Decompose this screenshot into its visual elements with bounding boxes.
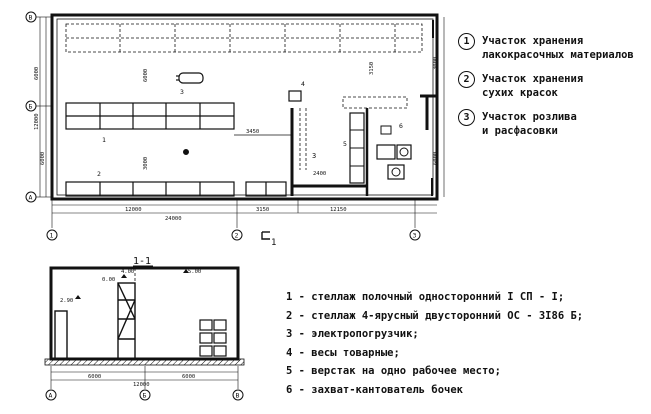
room-legend: 1 Участок хранения лакокрасочных материа… xyxy=(458,33,634,148)
dim-bottom-left: 12000 xyxy=(125,207,142,213)
middle-rack-row xyxy=(65,102,235,130)
equipment-label-6: 6 xyxy=(399,122,403,130)
section-axis-marker-c xyxy=(232,389,244,401)
legend-item: 2 Участок хранения сухих красок xyxy=(458,71,634,100)
equipment-label-1: 1 xyxy=(102,136,106,144)
tall-rack xyxy=(117,282,136,360)
legend-text: Участок розлива и расфасовки xyxy=(482,111,577,137)
dim-right-bottom: 6000 xyxy=(433,152,439,165)
legend-item: 3 Участок розлива и расфасовки xyxy=(458,109,634,138)
note-line: 3 - электропогрузчик; xyxy=(286,328,419,340)
dim-gap-3000: 3000 xyxy=(433,57,439,70)
note-line: 4 - весы товарные; xyxy=(286,346,400,359)
floor-slab xyxy=(44,358,245,366)
elevation-400: 4.00 xyxy=(121,269,134,275)
section-outer-wall xyxy=(49,266,240,361)
dim-right-mid: 2400 xyxy=(313,171,326,177)
elevation-500: 5.00 xyxy=(188,269,201,275)
scales-icon xyxy=(288,90,302,102)
section-axis-marker-a xyxy=(45,389,57,401)
legend-text: Участок хранения лакокрасочных материало… xyxy=(482,35,634,61)
workbench-equipment xyxy=(376,144,396,160)
axis-label-col-3: 3 xyxy=(413,232,417,240)
note-line: 5 - верстак на одно рабочее место; xyxy=(286,365,501,377)
top-rack-grid xyxy=(65,23,423,53)
section-axis-label-b: Б xyxy=(143,392,147,400)
axis-label-col-1: 1 xyxy=(50,232,54,240)
floor-plan xyxy=(25,11,445,241)
note-line: 2 - стеллаж 4-ярусный двусторонний ОС - … xyxy=(286,309,584,322)
dim-door-3450: 3450 xyxy=(246,129,259,135)
axis-label-row-bottom: А xyxy=(29,194,33,202)
barrel-stack xyxy=(199,319,227,357)
equipment-label-5: 5 xyxy=(343,140,347,148)
section-dim-right: 6000 xyxy=(182,374,195,380)
bottom-rack-row xyxy=(65,181,287,197)
left-shelf xyxy=(54,310,68,360)
note-line: 1 - стеллаж полочный односторонний I СП … xyxy=(286,291,565,303)
equipment-notes: 1 - стеллаж полочный односторонний I СП … xyxy=(286,288,583,399)
section-axis-label-c: В xyxy=(236,392,240,400)
dim-bottom-total: 24000 xyxy=(165,216,182,222)
axis-label-row-top: В xyxy=(29,14,33,22)
dim-bottom-mid: 3150 xyxy=(256,207,269,213)
legend-number: 1 xyxy=(458,33,475,50)
equipment-label-3: 3 xyxy=(180,88,184,96)
note-line: 6 - захват-кантователь бочек xyxy=(286,383,464,396)
axis-label-col-2: 2 xyxy=(235,232,239,240)
legend-number: 2 xyxy=(458,71,475,88)
section-dim-total: 12000 xyxy=(133,382,150,388)
equipment-label-4: 4 xyxy=(301,80,305,88)
dim-left-upper: 6000 xyxy=(34,67,40,80)
dim-bottom-right: 12150 xyxy=(330,207,347,213)
forklift-icon xyxy=(176,72,204,84)
legend-number: 3 xyxy=(458,109,475,126)
axis-label-row-mid: Б xyxy=(29,103,33,111)
legend-item: 1 Участок хранения лакокрасочных материа… xyxy=(458,33,634,62)
dim-left-total: 12000 xyxy=(34,113,40,130)
axis-marker-col-2 xyxy=(231,229,243,241)
equipment-label-2: 2 xyxy=(97,170,101,178)
dim-right-top: 3150 xyxy=(369,62,375,75)
section-axis-marker-b xyxy=(139,389,151,401)
section-axis-label-a: А xyxy=(49,392,53,400)
dim-inner-3000: 3000 xyxy=(143,157,149,170)
plan-inner-wall-line xyxy=(56,18,434,196)
room-label-3-plan: 3 xyxy=(312,152,316,160)
dim-inner-top: 6000 xyxy=(143,69,149,82)
legend-text: Участок хранения сухих красок xyxy=(482,73,584,99)
axis-marker-col-1 xyxy=(46,229,58,241)
elevation-290: 2.90 xyxy=(60,298,73,304)
section-dim-left: 6000 xyxy=(88,374,101,380)
elevation-0: 0.00 xyxy=(102,277,115,283)
section-mark-label: 1 xyxy=(271,238,276,248)
plan-outer-wall xyxy=(50,13,439,201)
section-view: 1-1 xyxy=(44,256,245,401)
axis-marker-col-3 xyxy=(409,229,421,241)
section-title: 1-1 xyxy=(133,256,151,267)
dim-left-lower: 6000 xyxy=(40,152,46,165)
